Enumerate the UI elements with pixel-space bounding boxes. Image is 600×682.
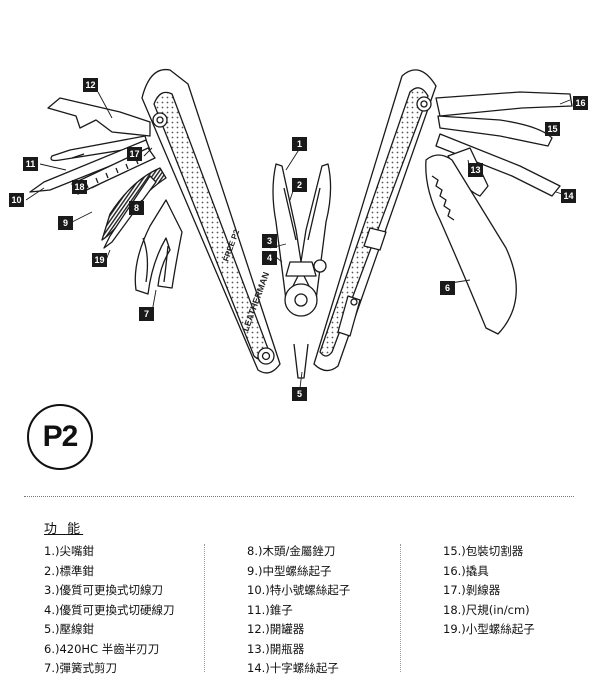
callout-3: 3 [262,234,277,248]
callout-19: 19 [92,253,107,267]
function-item: 2.)標準鉗 [44,563,94,578]
function-item: 4.)優質可更換式切硬線刀 [44,602,175,617]
callout-11: 11 [23,157,38,171]
callout-13: 13 [468,163,483,177]
pivot [284,283,318,317]
section-divider [24,496,574,497]
callout-2: 2 [292,178,307,192]
column-divider [204,544,205,672]
function-item: 5.)壓線鉗 [44,622,94,636]
function-item: 1.)尖嘴鉗 [44,544,94,558]
column-divider [400,544,401,672]
callout-18: 18 [72,180,87,194]
callout-9: 9 [58,216,73,230]
functions-column-2: 8.)木頭/金屬銼刀 9.)中型螺絲起子 10.)特小號螺絲起子 11.)錐子 … [247,542,350,679]
awl-tool [50,135,149,162]
function-item: 18.)尺規(in/cm) [443,602,530,617]
pry-tool [435,91,573,117]
function-item: 15.)包裝切割器 [443,544,524,558]
function-item: 13.)開瓶器 [247,641,305,656]
callout-4: 4 [262,251,277,265]
small-screwdriver-tool [29,139,151,193]
function-item: 3.)優質可更換式切線刀 [44,583,163,597]
function-item: 14.)十字螺絲起子 [247,661,339,675]
callout-15: 15 [545,122,560,136]
callout-8: 8 [129,201,144,215]
functions-heading: 功 能 [44,522,84,537]
callout-6: 6 [440,281,455,295]
function-item: 19.)小型螺絲起子 [443,622,535,636]
crimper-notch [293,343,309,379]
callout-16: 16 [573,96,588,110]
callout-5: 5 [292,387,307,401]
callout-12: 12 [83,78,98,92]
callout-1: 1 [292,137,307,151]
function-item: 7.)彈簧式剪刀 [44,661,117,675]
callout-14: 14 [561,189,576,203]
function-item: 11.)錐子 [247,602,293,617]
wire-cutter [285,261,317,277]
function-item: 16.)撬具 [443,563,489,578]
knife-blade-tool [425,154,517,335]
functions-column-3: 15.)包裝切割器 16.)撬具 17.)剝線器 18.)尺規(in/cm) 1… [443,542,535,640]
function-item: 17.)剝線器 [443,583,501,597]
function-item: 9.)中型螺絲起子 [247,563,332,578]
package-opener-tool [437,115,553,147]
function-item: 10.)特小號螺絲起子 [247,583,351,597]
callout-10: 10 [9,193,24,207]
function-item: 6.)420HC 半齒半刃刀 [44,641,160,656]
model-badge: P2 [27,404,93,470]
callout-7: 7 [139,307,154,321]
small-eye [71,153,85,159]
functions-column-1: 1.)尖嘴鉗 2.)標準鉗 3.)優質可更換式切線刀 4.)優質可更換式切硬線刀… [44,542,174,679]
can-opener-tool [47,97,151,137]
multitool-diagram: LEATHERMAN FREE P2 [25,68,573,389]
function-item: 12.)開罐器 [247,622,305,636]
function-item: 8.)木頭/金屬銼刀 [247,544,336,558]
callout-17: 17 [127,147,142,161]
